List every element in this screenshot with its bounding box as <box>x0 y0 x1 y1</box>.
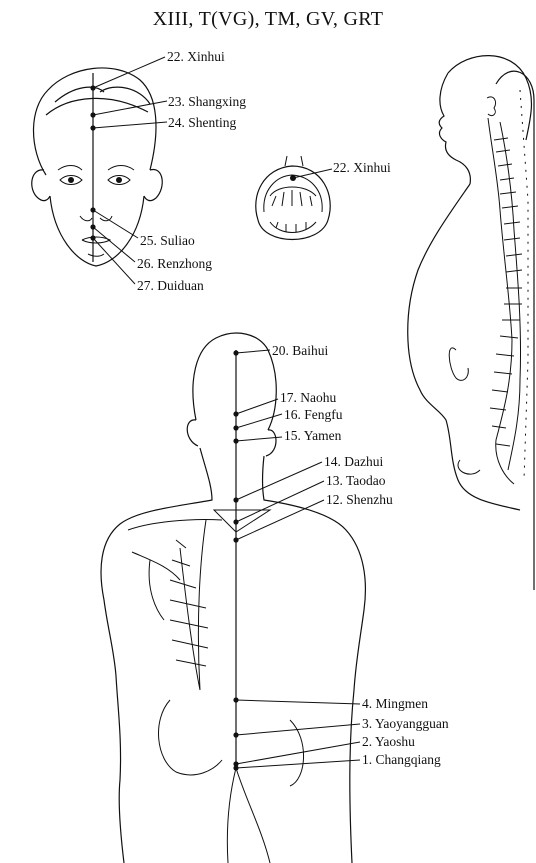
point-label-shenting: 24. Shenting <box>168 115 237 130</box>
point-label-mingmen: 4. Mingmen <box>362 696 428 711</box>
point-label-yaoyangguan: 3. Yaoyangguan <box>362 716 449 731</box>
point-label-duiduan: 27. Duiduan <box>137 278 204 293</box>
point-label-suliao: 25. Suliao <box>140 233 195 248</box>
point-label-mouth-xinhui: 22. Xinhui <box>333 160 391 175</box>
point-label-yamen: 15. Yamen <box>284 428 342 443</box>
point-label-shenzhu: 12. Shenzhu <box>326 492 393 507</box>
point-label-renzhong: 26. Renzhong <box>137 256 212 271</box>
point-label-naohu: 17. Naohu <box>280 390 336 405</box>
point-label-changqiang: 1. Changqiang <box>362 752 441 767</box>
point-label-yaoshu: 2. Yaoshu <box>362 734 415 749</box>
point-label-baihui: 20. Baihui <box>272 343 328 358</box>
point-label-taodao: 13. Taodao <box>326 473 386 488</box>
point-label-fengfu: 16. Fengfu <box>284 407 343 422</box>
point-label-dazhui: 14. Dazhui <box>324 454 383 469</box>
side-profile-illustration <box>408 56 534 590</box>
point-label-shangxing: 23. Shangxing <box>168 94 246 109</box>
mouth-illustration <box>256 156 332 240</box>
point-label-xinhui: 22. Xinhui <box>167 49 225 64</box>
